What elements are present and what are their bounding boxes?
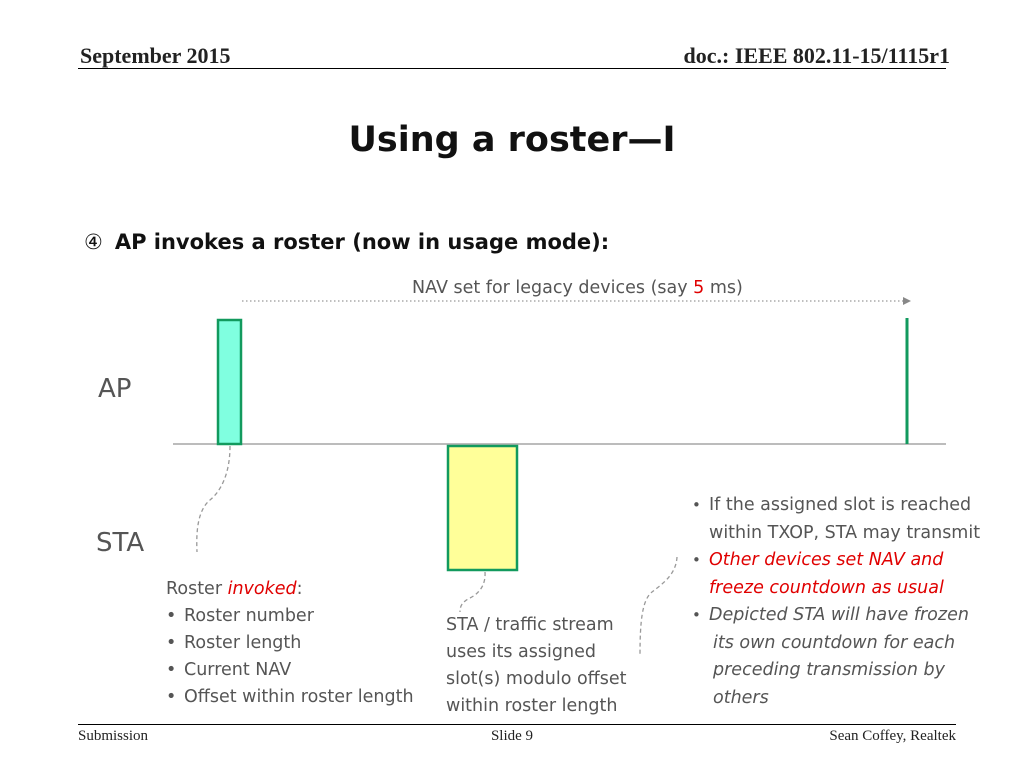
ap-row-label: AP: [98, 374, 132, 404]
ap-frame: [216, 318, 243, 446]
footer-divider: [78, 724, 956, 725]
step-heading: ④ AP invokes a roster (now in usage mode)…: [84, 230, 609, 254]
list-item: Roster length: [166, 630, 414, 657]
sta-callout: STA / traffic stream uses its assigned s…: [446, 612, 666, 720]
sta-callout-connector: [459, 571, 486, 613]
roster-callout: Roster invoked: Roster number Roster len…: [166, 576, 414, 711]
step-text: AP invokes a roster (now in usage mode):: [114, 230, 610, 254]
sta-note-line: slot(s) modulo offset: [446, 669, 627, 689]
roster-list: Roster number Roster length Current NAV …: [166, 603, 414, 711]
list-item: Offset within roster length: [166, 684, 414, 711]
bullet: •: [692, 606, 701, 624]
header-divider: [78, 68, 946, 69]
roster-invoked: invoked: [227, 579, 297, 599]
txop-callout-connector: [639, 556, 678, 656]
nav-value: 5: [693, 278, 705, 298]
txop-note-1: • If the assigned slot is reached within…: [692, 492, 1002, 547]
nav-arrow-head: [903, 297, 911, 305]
txop-note-line: If the assigned slot is reached: [709, 495, 972, 515]
bullet: •: [692, 496, 701, 514]
txop-note-line: others: [713, 687, 769, 708]
txop-note-line: preceding transmission by: [713, 660, 946, 680]
list-item: Current NAV: [166, 657, 414, 684]
txop-note-3: • Depicted STA will have frozen its own …: [692, 602, 1002, 712]
step-number: ④: [84, 230, 103, 254]
footer-slide-number: Slide 9: [490, 728, 534, 744]
footer-submission: Submission: [78, 728, 149, 744]
txop-note-line: Other devices set NAV and: [709, 550, 944, 570]
list-item: Roster number: [166, 603, 414, 630]
txop-note-3-text: Depicted STA will have frozen its own co…: [709, 602, 969, 712]
sta-note-line: uses its assigned: [446, 642, 596, 662]
txop-note-line: Depicted STA will have frozen: [709, 605, 969, 625]
txop-note-2-text: Other devices set NAV and freeze countdo…: [709, 547, 944, 602]
txop-note-2: • Other devices set NAV and freeze count…: [692, 547, 1002, 602]
header-date: September 2015: [80, 43, 231, 68]
roster-callout-connector: [196, 445, 231, 553]
sta-row-label: STA: [96, 528, 145, 558]
roster-heading: Roster invoked:: [166, 576, 414, 603]
header-doc-id: doc.: IEEE 802.11-15/1115r1: [683, 43, 950, 68]
txop-callout: • If the assigned slot is reached within…: [692, 492, 1002, 712]
sta-note-line: within roster length: [446, 696, 618, 716]
txop-note-1-text: If the assigned slot is reached within T…: [709, 492, 980, 547]
nav-label: NAV set for legacy devices (say 5 ms): [412, 278, 743, 298]
nav-label-before: NAV set for legacy devices (say: [412, 278, 694, 298]
nav-label-after: ms): [704, 278, 743, 298]
txop-note-line: freeze countdown as usual: [709, 577, 944, 598]
sta-frame: [446, 444, 519, 572]
roster-suffix: :: [296, 579, 303, 599]
slide-title: Using a roster—I: [348, 120, 676, 160]
sta-note-line: STA / traffic stream: [446, 615, 614, 635]
footer-author: Sean Coffey, Realtek: [829, 728, 956, 744]
bullet: •: [692, 551, 701, 569]
roster-prefix: Roster: [166, 579, 228, 599]
txop-note-line: its own countdown for each: [713, 632, 956, 653]
txop-note-line: within TXOP, STA may transmit: [709, 522, 981, 543]
